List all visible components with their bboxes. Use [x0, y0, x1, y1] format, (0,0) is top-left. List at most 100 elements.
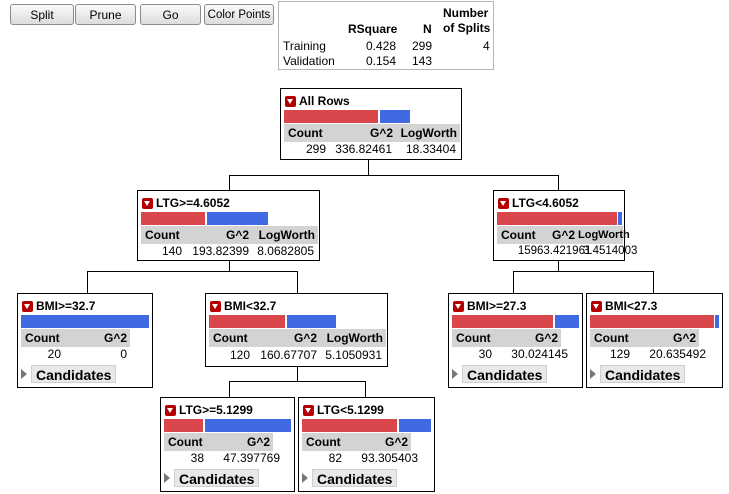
node-ltg-ge-5-1299[interactable]: LTG>=5.1299 Count G^2 38 47.397769 Candi… — [160, 397, 295, 492]
validation-rsquare: 0.154 — [366, 54, 397, 68]
response-bar-red — [452, 315, 553, 328]
disclosure-triangle-icon[interactable] — [302, 473, 308, 483]
node-title: All Rows — [285, 94, 350, 108]
disclosure-triangle-icon[interactable] — [452, 369, 458, 379]
logworth-value: 5.1050931 — [325, 348, 382, 362]
node-title: BMI>=27.3 — [453, 299, 526, 313]
node-ltg-lt-4-6052[interactable]: LTG<4.6052 Count G^2 LogWorth 159 63.421… — [493, 190, 637, 261]
candidates-label[interactable]: Candidates — [462, 365, 548, 383]
response-bar-red — [302, 419, 397, 432]
candidates-outline[interactable]: Candidates — [21, 365, 117, 383]
disclosure-triangle-icon[interactable] — [164, 473, 170, 483]
disclosure-triangle-icon[interactable] — [21, 369, 27, 379]
disclosure-red-triangle-icon[interactable] — [142, 197, 153, 209]
connector-line — [513, 271, 514, 293]
connector-line — [229, 381, 366, 382]
g2-value: 0 — [120, 347, 127, 361]
disclosure-red-triangle-icon[interactable] — [453, 300, 464, 312]
training-rsquare: 0.428 — [366, 39, 397, 53]
count-value: 129 — [609, 347, 630, 361]
response-bar-blue — [399, 419, 431, 432]
node-bmi-ge-32-7[interactable]: BMI>=32.7 Count G^2 20 0 Candidates — [17, 293, 153, 388]
candidates-label[interactable]: Candidates — [31, 365, 117, 383]
candidates-label[interactable]: Candidates — [312, 469, 398, 487]
node-title: BMI<32.7 — [210, 299, 276, 313]
node-ltg-ge-4-6052[interactable]: LTG>=4.6052 Count G^2 LogWorth 140 193.8… — [137, 190, 320, 261]
candidates-label[interactable]: Candidates — [174, 469, 260, 487]
g2-value: 20.635492 — [649, 347, 706, 361]
split-button[interactable]: Split — [10, 4, 74, 25]
validation-n: 143 — [412, 54, 433, 68]
disclosure-triangle-icon[interactable] — [590, 369, 596, 379]
candidates-outline[interactable]: Candidates — [590, 365, 686, 383]
disclosure-red-triangle-icon[interactable] — [303, 404, 314, 416]
training-n: 299 — [412, 39, 433, 53]
response-bar-red — [209, 315, 285, 328]
count-header: Count — [145, 228, 180, 242]
response-bar-blue — [618, 212, 622, 225]
logworth-header: LogWorth — [400, 126, 457, 140]
connector-line — [558, 175, 559, 190]
count-header: Count — [594, 331, 629, 345]
g2-value: 336.82461 — [335, 142, 392, 156]
candidates-outline[interactable]: Candidates — [302, 469, 398, 487]
n-header: N — [423, 22, 432, 36]
response-bar-red — [497, 212, 617, 225]
node-title: LTG>=5.1299 — [165, 403, 253, 417]
g2-header: G^2 — [225, 228, 249, 242]
prune-button[interactable]: Prune — [75, 4, 136, 25]
color-points-button[interactable]: Color Points — [204, 4, 274, 25]
connector-line — [513, 271, 654, 272]
response-bar-blue — [287, 315, 336, 328]
count-value: 20 — [47, 347, 61, 361]
response-bar-red — [141, 212, 205, 225]
node-all-rows[interactable]: All Rows Count G^2 LogWorth 299 336.8246… — [280, 88, 462, 160]
logworth-header: LogWorth — [578, 229, 630, 241]
node-title: LTG<4.6052 — [498, 196, 579, 210]
response-bar-blue — [207, 212, 268, 225]
node-title: BMI<27.3 — [591, 299, 657, 313]
connector-line — [229, 175, 559, 176]
g2-header: G^2 — [551, 228, 575, 242]
count-value: 120 — [229, 348, 250, 362]
node-bmi-lt-27-3[interactable]: BMI<27.3 Count G^2 129 20.635492 Candida… — [586, 293, 723, 388]
disclosure-red-triangle-icon[interactable] — [165, 404, 176, 416]
splits-header-line1: Number — [443, 6, 489, 20]
response-bar-blue — [555, 315, 579, 328]
disclosure-red-triangle-icon[interactable] — [285, 95, 296, 107]
validation-label: Validation — [283, 54, 335, 68]
disclosure-red-triangle-icon[interactable] — [210, 300, 221, 312]
g2-value: 30.024145 — [511, 347, 568, 361]
g2-header: G^2 — [534, 331, 558, 345]
disclosure-red-triangle-icon[interactable] — [591, 300, 602, 312]
candidates-label[interactable]: Candidates — [600, 365, 686, 383]
connector-line — [229, 175, 230, 190]
go-button[interactable]: Go — [140, 4, 201, 25]
training-label: Training — [283, 39, 326, 53]
count-value: 159 — [517, 245, 537, 257]
response-bar-red — [284, 110, 378, 123]
count-value: 82 — [328, 451, 342, 465]
splits-header-line2: of Splits — [443, 21, 491, 35]
count-value: 140 — [161, 244, 182, 258]
connector-line — [368, 160, 369, 175]
response-bar-blue — [21, 315, 149, 328]
count-header: Count — [456, 331, 491, 345]
response-bar-blue — [205, 419, 291, 432]
candidates-outline[interactable]: Candidates — [164, 469, 260, 487]
node-ltg-lt-5-1299[interactable]: LTG<5.1299 Count G^2 82 93.305403 Candid… — [298, 397, 435, 492]
response-bar-red — [164, 419, 203, 432]
node-title: BMI>=32.7 — [22, 299, 95, 313]
connector-line — [558, 261, 559, 272]
connector-line — [87, 271, 298, 272]
disclosure-red-triangle-icon[interactable] — [22, 300, 33, 312]
disclosure-red-triangle-icon[interactable] — [498, 197, 509, 209]
connector-line — [653, 271, 654, 293]
logworth-header: LogWorth — [326, 331, 383, 345]
candidates-outline[interactable]: Candidates — [452, 365, 548, 383]
count-header: Count — [288, 126, 323, 140]
node-bmi-lt-32-7[interactable]: BMI<32.7 Count G^2 LogWorth 120 160.6770… — [205, 293, 388, 367]
connector-line — [229, 381, 230, 397]
g2-header: G^2 — [384, 435, 408, 449]
node-bmi-ge-27-3[interactable]: BMI>=27.3 Count G^2 30 30.024145 Candida… — [448, 293, 583, 388]
